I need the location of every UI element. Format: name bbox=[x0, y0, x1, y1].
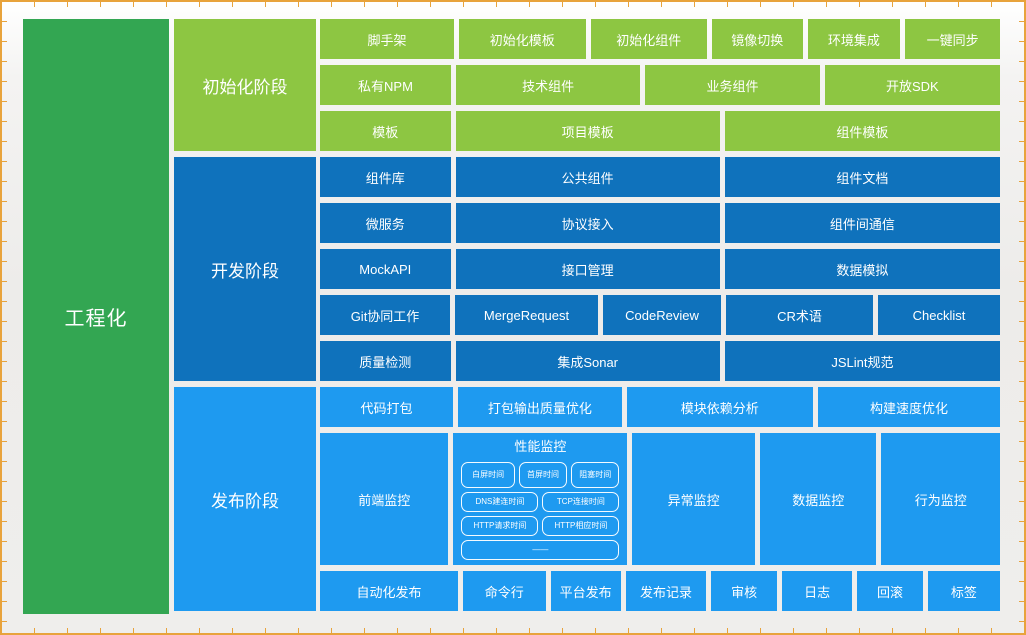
stage-dev: 开发阶段 bbox=[174, 157, 316, 381]
grid-cell: 打包输出质量优化 bbox=[458, 387, 622, 427]
grid-cell: Checklist bbox=[878, 295, 1000, 335]
grid-cell: 组件文档 bbox=[724, 157, 1000, 197]
grid-cell: MergeRequest bbox=[455, 295, 598, 335]
performance-monitoring-title: 性能监控 bbox=[514, 439, 567, 454]
grid-row-monitoring: 前端监控 性能监控 白屏时间 首屏时间 阻塞时间 DNS建连时间 TCP连接时间… bbox=[320, 433, 1000, 565]
grid-cell: 微服务 bbox=[320, 203, 451, 243]
grid-cell: 私有NPM bbox=[320, 65, 451, 105]
grid-cell: 构建速度优化 bbox=[817, 387, 1000, 427]
grid-cell: 开放SDK bbox=[824, 65, 1000, 105]
grid-cell: 组件间通信 bbox=[724, 203, 1000, 243]
grid-cell: 自动化发布 bbox=[320, 571, 458, 611]
grid-cell: 发布记录 bbox=[625, 571, 707, 611]
engineering-diagram: 工程化 初始化阶段 开发阶段 发布阶段 脚手架 初始化模板 初始化组件 镜像切换… bbox=[23, 19, 1000, 614]
grid-cell: 接口管理 bbox=[455, 249, 720, 289]
stage-init: 初始化阶段 bbox=[174, 19, 316, 151]
perf-metric-chip: HTTP请求时间 bbox=[461, 516, 539, 537]
grid-cell: 初始化组件 bbox=[590, 19, 707, 59]
grid-cell: 公共组件 bbox=[455, 157, 720, 197]
grid-cell: 审核 bbox=[711, 571, 778, 611]
grid-row: 模板 项目模板 组件模板 bbox=[320, 111, 1000, 151]
grid-row: MockAPI 接口管理 数据模拟 bbox=[320, 249, 1000, 289]
grid-cell: 组件库 bbox=[320, 157, 451, 197]
grid-cell: 质量检测 bbox=[320, 341, 451, 381]
grid-row: Git协同工作 MergeRequest CodeReview CR术语 Che… bbox=[320, 295, 1000, 335]
root-column: 工程化 bbox=[23, 19, 169, 614]
grid-cell: 初始化模板 bbox=[458, 19, 586, 59]
perf-metric-chip-ellipsis: —— bbox=[461, 540, 620, 561]
grid-cell: 镜像切换 bbox=[711, 19, 803, 59]
perf-metric-chip: HTTP相应时间 bbox=[542, 516, 620, 537]
grid-cell: CodeReview bbox=[603, 295, 721, 335]
grid-cell: 数据监控 bbox=[759, 433, 877, 565]
perf-metric-chip: 首屏时间 bbox=[518, 462, 568, 489]
grid-cell: 数据模拟 bbox=[724, 249, 1000, 289]
grid-cell: 异常监控 bbox=[632, 433, 755, 565]
grid-cell: 模块依赖分析 bbox=[626, 387, 813, 427]
perf-chip-row: HTTP请求时间 HTTP相应时间 bbox=[461, 516, 620, 537]
root-node-engineering: 工程化 bbox=[23, 19, 169, 614]
grid-cell: JSLint规范 bbox=[724, 341, 1000, 381]
grid-cell: 业务组件 bbox=[645, 65, 820, 105]
perf-metric-chip: TCP连接时间 bbox=[542, 492, 620, 513]
grid-cell: 协议接入 bbox=[455, 203, 720, 243]
grid-cell: 一键同步 bbox=[905, 19, 1000, 59]
grid-cell: 脚手架 bbox=[320, 19, 454, 59]
grid-row: 质量检测 集成Sonar JSLint规范 bbox=[320, 341, 1000, 381]
stage-column: 初始化阶段 开发阶段 发布阶段 bbox=[174, 19, 316, 614]
detail-grid: 脚手架 初始化模板 初始化组件 镜像切换 环境集成 一键同步 私有NPM 技术组… bbox=[320, 19, 1000, 614]
grid-cell: Git协同工作 bbox=[320, 295, 450, 335]
grid-row: 私有NPM 技术组件 业务组件 开放SDK bbox=[320, 65, 1000, 105]
perf-metric-chip: DNS建连时间 bbox=[461, 492, 539, 513]
grid-cell: 环境集成 bbox=[807, 19, 901, 59]
column-gridline-ticks-top bbox=[2, 2, 1024, 7]
grid-row: 微服务 协议接入 组件间通信 bbox=[320, 203, 1000, 243]
grid-row: 自动化发布 命令行 平台发布 发布记录 审核 日志 回滚 标签 bbox=[320, 571, 1000, 611]
perf-metric-chip: 白屏时间 bbox=[461, 462, 515, 489]
grid-cell: 组件模板 bbox=[724, 111, 1000, 151]
grid-cell: 日志 bbox=[782, 571, 853, 611]
performance-monitoring-group: 性能监控 白屏时间 首屏时间 阻塞时间 DNS建连时间 TCP连接时间 HTTP… bbox=[453, 433, 628, 565]
grid-cell: 项目模板 bbox=[455, 111, 720, 151]
grid-cell: 代码打包 bbox=[320, 387, 453, 427]
column-gridline-ticks-bottom bbox=[2, 628, 1024, 633]
row-gridline-ticks-right bbox=[1019, 2, 1024, 633]
grid-cell: MockAPI bbox=[320, 249, 451, 289]
grid-cell: 标签 bbox=[927, 571, 1000, 611]
stage-release: 发布阶段 bbox=[174, 387, 316, 611]
grid-cell: 平台发布 bbox=[550, 571, 621, 611]
perf-chip-row: —— bbox=[461, 540, 620, 561]
grid-cell: CR术语 bbox=[726, 295, 873, 335]
grid-cell: 前端监控 bbox=[320, 433, 449, 565]
perf-chip-row: DNS建连时间 TCP连接时间 bbox=[461, 492, 620, 513]
grid-row: 组件库 公共组件 组件文档 bbox=[320, 157, 1000, 197]
grid-cell: 回滚 bbox=[857, 571, 923, 611]
perf-chip-row: 白屏时间 首屏时间 阻塞时间 bbox=[461, 462, 620, 489]
grid-row: 脚手架 初始化模板 初始化组件 镜像切换 环境集成 一键同步 bbox=[320, 19, 1000, 59]
grid-cell: 行为监控 bbox=[881, 433, 1000, 565]
grid-cell: 命令行 bbox=[462, 571, 546, 611]
grid-cell: 模板 bbox=[320, 111, 451, 151]
row-gridline-ticks-left bbox=[2, 2, 7, 633]
grid-cell: 技术组件 bbox=[455, 65, 641, 105]
grid-cell: 集成Sonar bbox=[455, 341, 720, 381]
grid-row: 代码打包 打包输出质量优化 模块依赖分析 构建速度优化 bbox=[320, 387, 1000, 427]
perf-metric-chip: 阻塞时间 bbox=[571, 462, 620, 489]
